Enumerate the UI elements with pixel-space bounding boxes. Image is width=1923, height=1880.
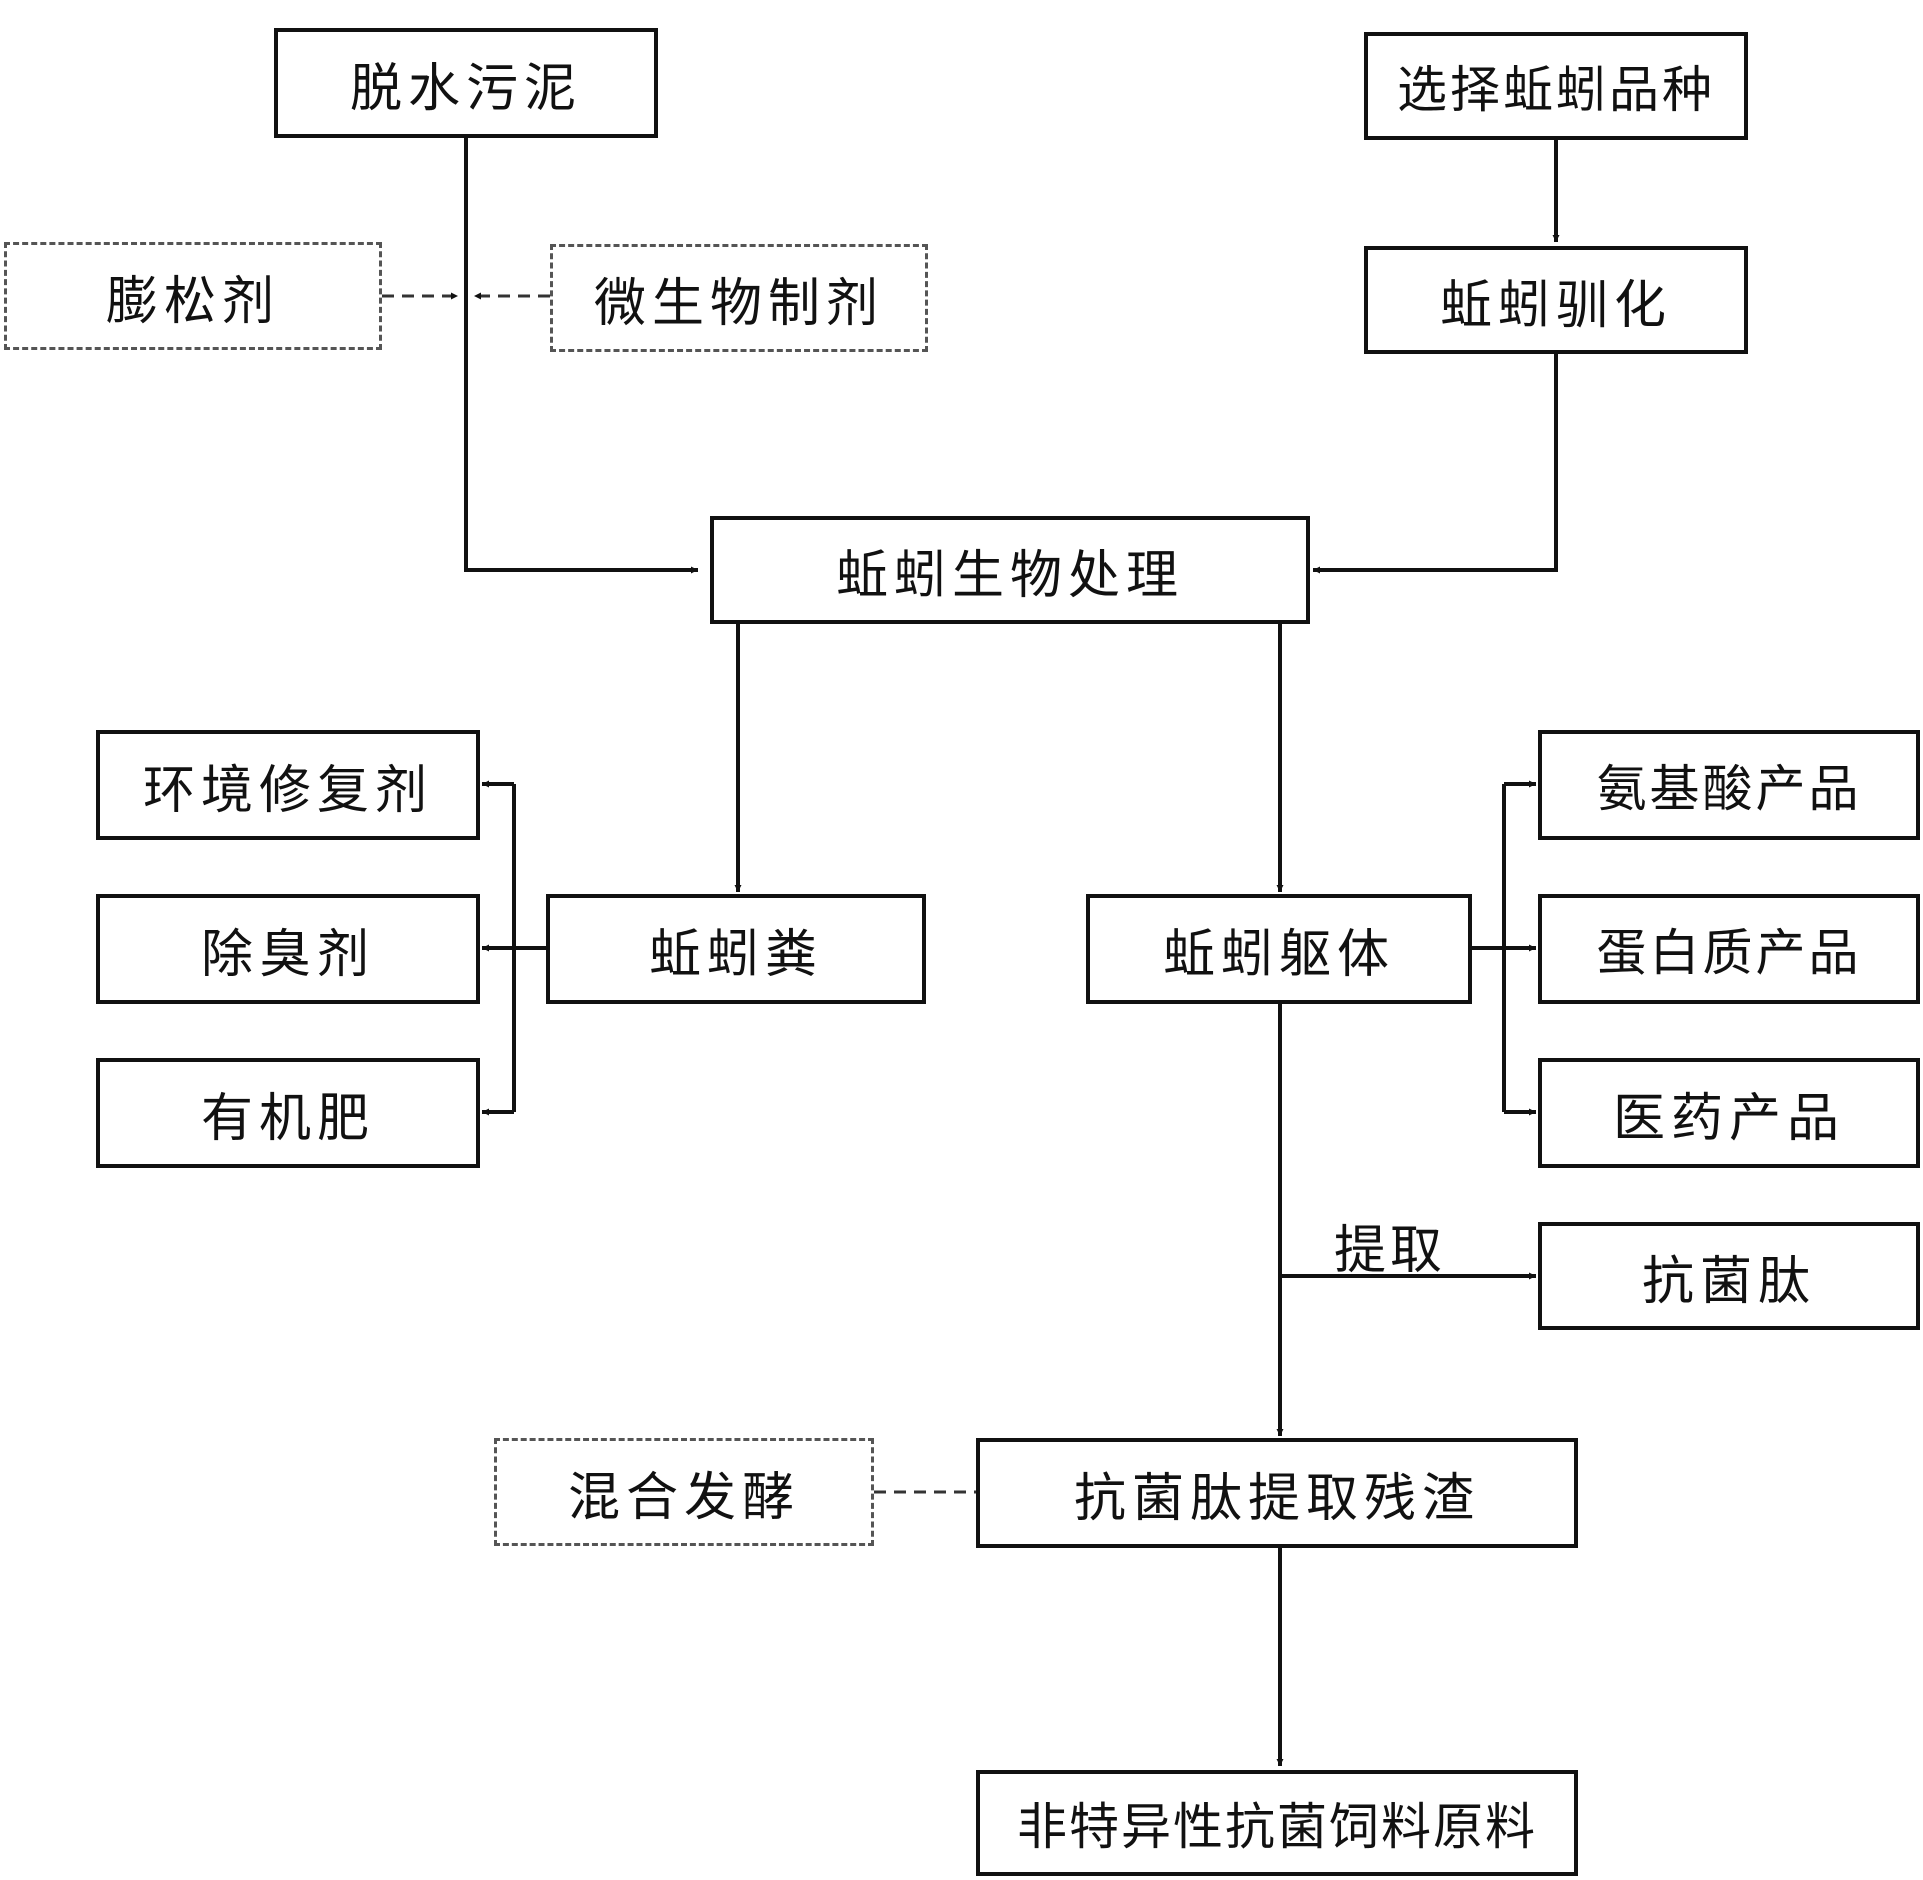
node-worm-body: 蚯蚓躯体 bbox=[1086, 894, 1472, 1004]
edge-label-extract: 提取 bbox=[1334, 1221, 1447, 1281]
node-protein-product: 蛋白质产品 bbox=[1538, 894, 1920, 1004]
edge-acclimation-to-treatment bbox=[1313, 354, 1558, 574]
edge-sludge-to-treatment bbox=[464, 138, 698, 574]
node-amino-acid-product: 氨基酸产品 bbox=[1538, 730, 1920, 840]
node-castings: 蚯蚓粪 bbox=[546, 894, 926, 1004]
node-dewatered-sludge: 脱水污泥 bbox=[274, 28, 658, 138]
node-env-repair-agent: 环境修复剂 bbox=[96, 730, 480, 840]
node-bulking-agent: 膨松剂 bbox=[4, 242, 382, 350]
node-peptide-residue: 抗菌肽提取残渣 bbox=[976, 1438, 1578, 1548]
node-medicine-product: 医药产品 bbox=[1538, 1058, 1920, 1168]
node-mix-fermentation: 混合发酵 bbox=[494, 1438, 874, 1546]
node-organic-fertilizer: 有机肥 bbox=[96, 1058, 480, 1168]
node-antimicrobial-peptide: 抗菌肽 bbox=[1538, 1222, 1920, 1330]
node-antimicrobial-feed: 非特异性抗菌饲料原料 bbox=[976, 1770, 1578, 1876]
node-acclimation: 蚯蚓驯化 bbox=[1364, 246, 1748, 354]
node-select-species: 选择蚯蚓品种 bbox=[1364, 32, 1748, 140]
node-microbial-agent: 微生物制剂 bbox=[550, 244, 928, 352]
node-deodorant: 除臭剂 bbox=[96, 894, 480, 1004]
node-bio-treatment: 蚯蚓生物处理 bbox=[710, 516, 1310, 624]
